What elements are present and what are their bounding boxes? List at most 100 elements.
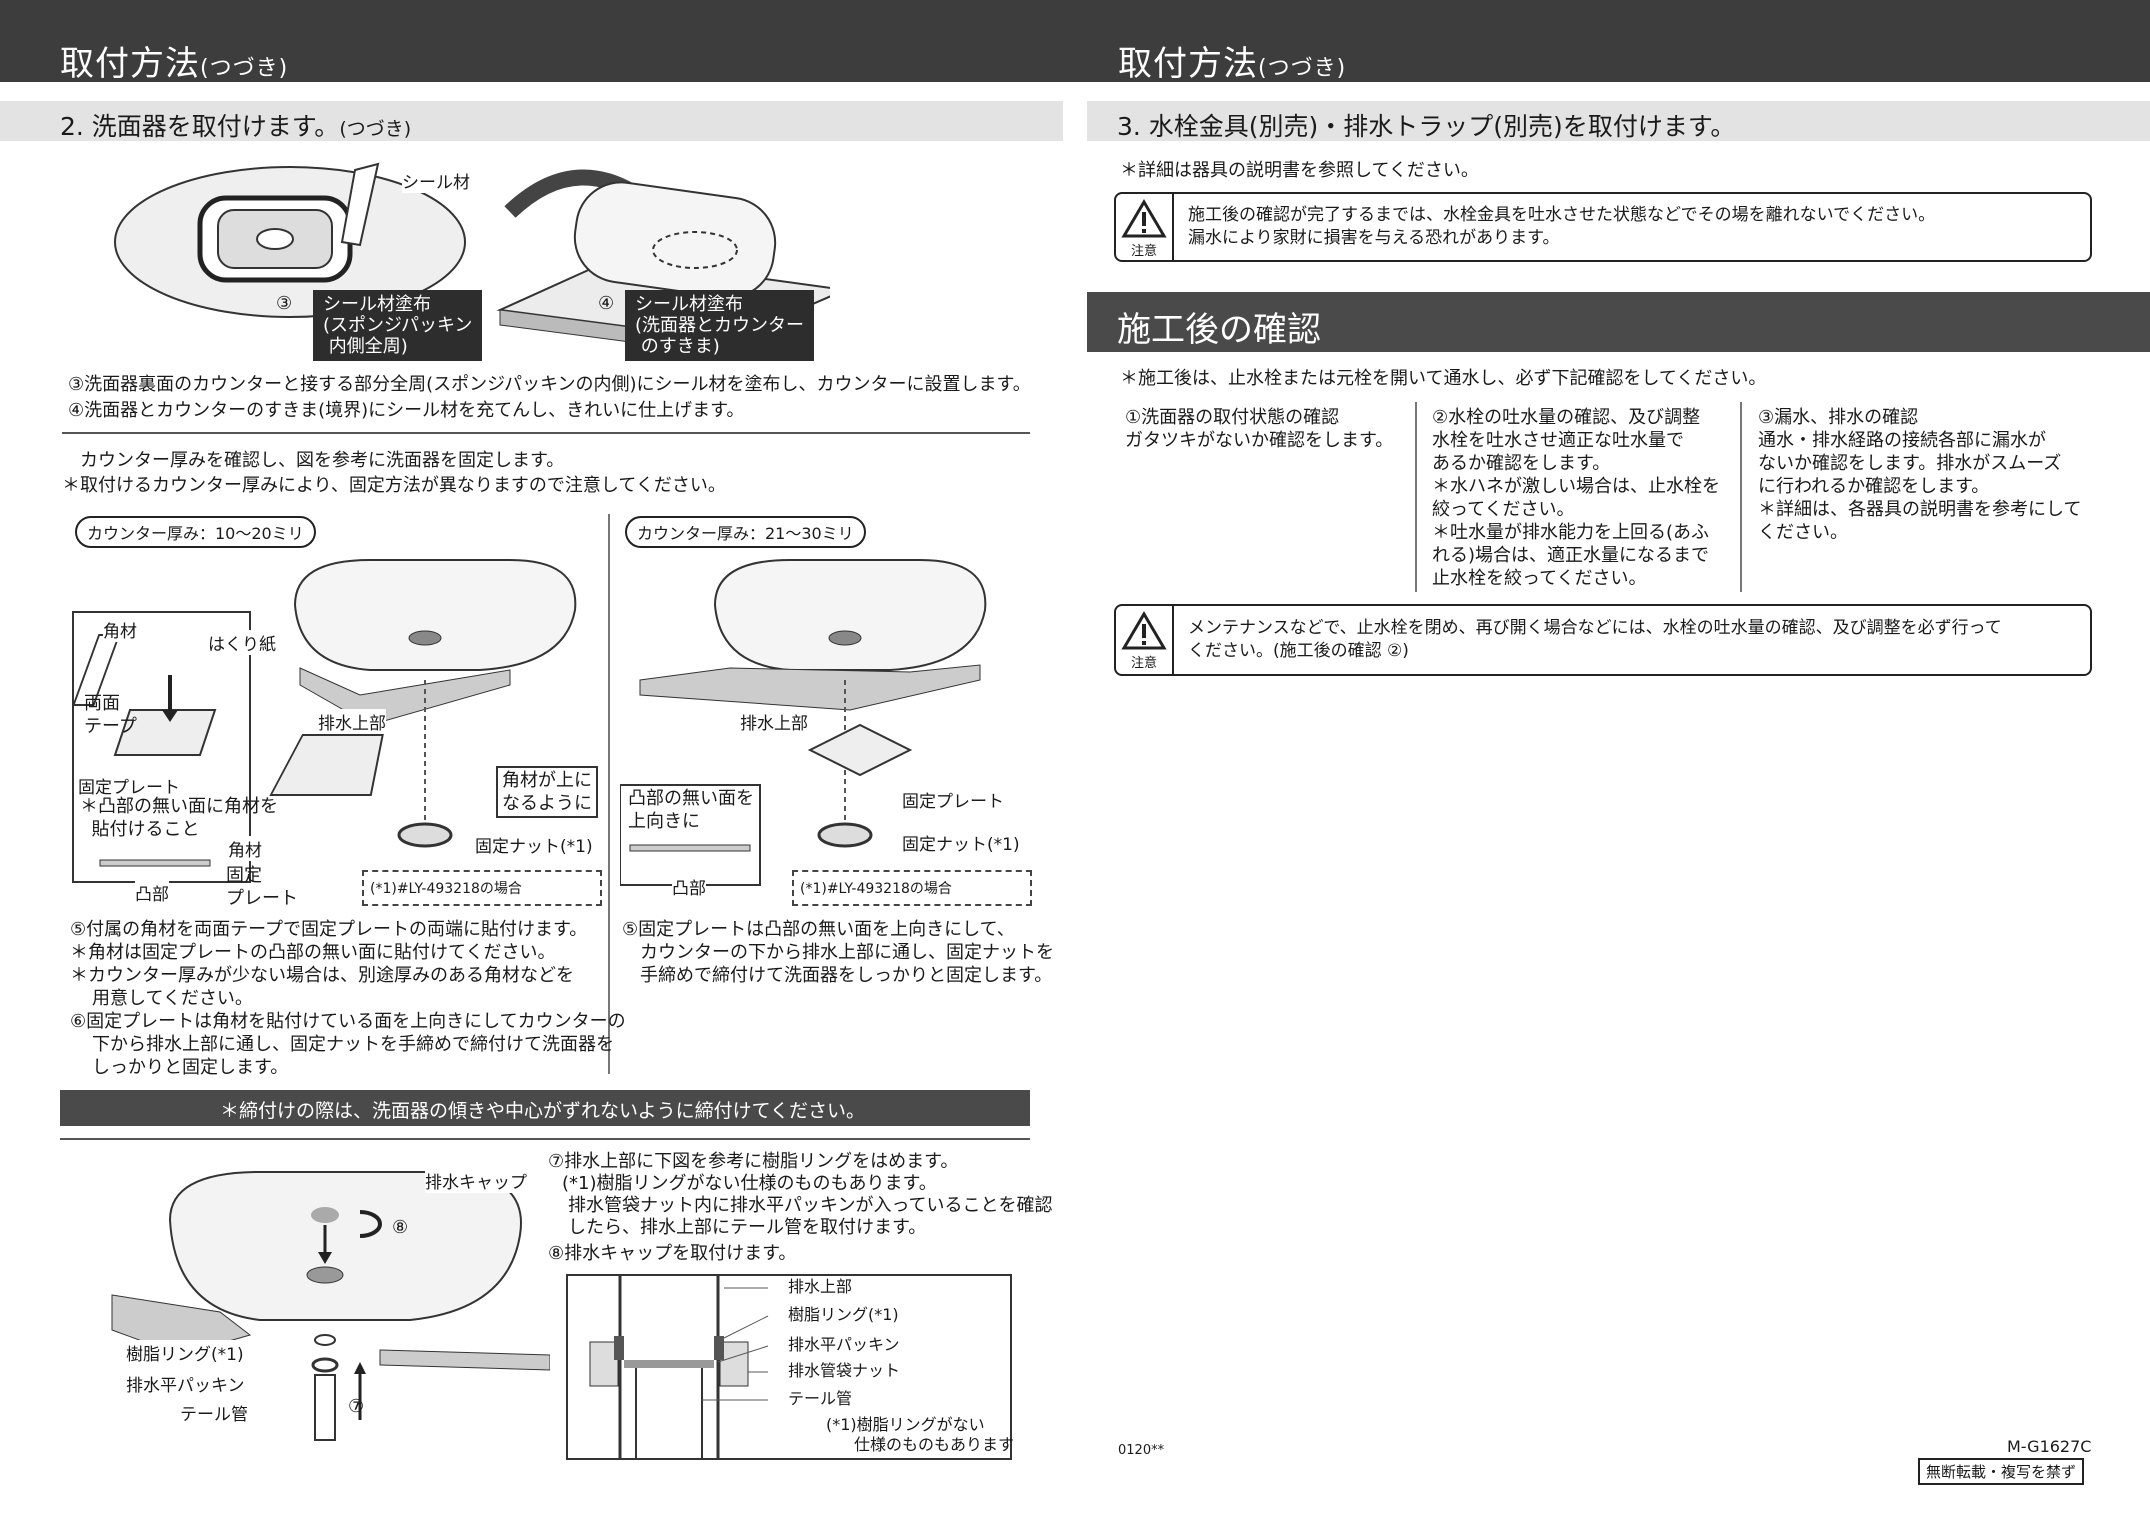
callout-box-4: シール材塗布 (洗面器とカウンター のすきま) <box>625 290 815 361</box>
step-b5b: カウンターの下から排水上部に通し、固定ナットを <box>640 942 1054 963</box>
label-no-bump: 凸部の無い面を 上向きに <box>628 788 754 832</box>
detail-box <box>566 1274 1012 1460</box>
callout-box-3: シール材塗布 (スポンジパッキン 内側全周) <box>313 290 483 361</box>
caution-2-line-1: メンテナンスなどで、止水栓を閉め、再び開く場合などには、水栓の吐水量の確認、及び… <box>1188 618 2002 638</box>
caution-1-line-2: 漏水により家財に損害を与える恐れがあります。 <box>1188 228 1560 248</box>
label-totsubu-a: 凸部 <box>135 880 169 905</box>
label-flat-packing: 排水平パッキン <box>126 1371 245 1396</box>
note-a2: ＊カウンター厚みが少ない場合は、別途厚みのある角材などを <box>70 965 574 986</box>
detail-label-upper: 排水上部 <box>788 1277 853 1296</box>
divider-2 <box>60 1138 1030 1140</box>
col3-l4: に行われるか確認をします。 <box>1758 476 1990 497</box>
col2-l6: ＊吐水量が排水能力を上回る(あふ <box>1432 522 1710 543</box>
label-kakuzai: 角材 <box>103 617 137 642</box>
check-title: 施工後の確認 <box>1117 310 1321 350</box>
col3-l2: 通水・排水経路の接続各部に漏水が <box>1758 430 2046 451</box>
fig-num-7: ⑦ <box>348 1396 365 1417</box>
label-hakuri: はくり紙 <box>208 630 276 655</box>
step-a6b: 下から排水上部に通し、固定ナットを手締めで締付けて洗面器を <box>92 1034 614 1055</box>
page-title-right: 取付方法(つづき) <box>1118 44 1347 84</box>
label-kotei-nut-a: 固定ナット(*1) <box>475 832 593 857</box>
fixing-figure-b <box>620 559 987 886</box>
label-tail-pipe: テール管 <box>180 1400 248 1425</box>
warning-icon <box>1121 611 1167 650</box>
section-2-title: 2. 洗面器を取付けます。(つづき) <box>60 112 412 141</box>
label-resin-ring: 樹脂リング(*1) <box>126 1340 244 1365</box>
col3-l3: ないか確認をします。排水がスムーズ <box>1758 453 2062 474</box>
col2-l1: ②水栓の吐水量の確認、及び調整 <box>1432 407 1701 428</box>
step-b5: ⑤固定プレートは凸部の無い面を上向きにして、 <box>622 919 1015 940</box>
caution-label-2: 注意 <box>1130 656 1157 671</box>
fixing-figure-a <box>72 559 577 883</box>
step-7c: したら、排水上部にテール管を取付けます。 <box>568 1217 927 1238</box>
thickness-pill-b: カウンター厚み：21～30ミリ <box>625 516 866 548</box>
step-4-text: ④洗面器とカウンターのすきま(境界)にシール材を充てんし、きれいに仕上げます。 <box>68 400 745 421</box>
warning-icon <box>1121 199 1167 238</box>
step-7a: (*1)樹脂リングがない仕様のものもあります。 <box>562 1173 937 1194</box>
intro-text-1: カウンター厚みを確認し、図を参考に洗面器を固定します。 <box>80 450 565 471</box>
intro-text-2: ＊取付けるカウンター厚みにより、固定方法が異なりますので注意してください。 <box>62 475 726 496</box>
caution-icon-wrap-1: 注意 <box>1116 194 1174 260</box>
detail-label-tail: テール管 <box>788 1389 853 1408</box>
note-a1: ＊角材は固定プレートの凸部の無い面に貼付けてください。 <box>70 942 556 963</box>
detail-note-2: 仕様のものもあります <box>854 1435 1015 1454</box>
section-2-bar: 2. 洗面器を取付けます。(つづき) <box>0 101 1063 141</box>
print-code: 0120** <box>1118 1443 1165 1458</box>
label-kotei-nut-b: 固定ナット(*1) <box>902 830 1020 855</box>
detail-note-1: (*1)樹脂リングがない <box>826 1415 985 1434</box>
col2-l7: れる)場合は、適正水量になるまで <box>1432 545 1710 566</box>
step-7b: 排水管袋ナット内に排水平パッキンが入っていることを確認 <box>568 1195 1053 1216</box>
col3-l6: ください。 <box>1758 522 1848 543</box>
step-7: ⑦排水上部に下図を参考に樹脂リングをはめます。 <box>548 1151 959 1172</box>
caution-label-1: 注意 <box>1130 244 1157 259</box>
drain-cap-figure <box>111 1171 550 1441</box>
detail-label-ring: 樹脂リング(*1) <box>788 1305 899 1324</box>
col2-l2: 水栓を吐水させ適正な吐水量で <box>1432 430 1684 451</box>
section-3-bar: 3. 水栓金具(別売)・排水トラップ(別売)を取付けます。 <box>1087 101 2150 141</box>
label-kotei-plate-b: 固定プレート <box>902 787 1004 812</box>
step-8: ⑧排水キャップを取付けます。 <box>548 1243 797 1264</box>
col3-l5: ＊詳細は、各器具の説明書を参考にして <box>1758 499 2082 520</box>
caution-box-2: 注意 メンテナンスなどで、止水栓を閉め、再び開く場合などには、水栓の吐水量の確認… <box>1114 604 2092 676</box>
note-a2b: 用意してください。 <box>92 988 253 1009</box>
col2-l3: あるか確認をします。 <box>1432 453 1611 474</box>
col1-l2: ガタツキがないか確認をします。 <box>1125 430 1394 451</box>
caution-icon-wrap-2: 注意 <box>1116 606 1174 674</box>
fig-num-3: ③ <box>276 293 293 314</box>
label-haisui-upper-a: 排水上部 <box>318 709 386 734</box>
detail-label-nut: 排水管袋ナット <box>788 1361 901 1380</box>
label-ryomen: 両面 テープ <box>84 693 137 737</box>
step-a6: ⑥固定プレートは角材を貼付けている面を上向きにしてカウンターの <box>70 1011 626 1032</box>
sealant-label: シール材 <box>402 168 470 193</box>
fig-num-4: ④ <box>598 293 615 314</box>
step-3-text: ③洗面器裏面のカウンターと接する部分全周(スポンジパッキンの内側)にシール材を塗… <box>68 374 1031 395</box>
caution-band: ＊締付けの際は、洗面器の傾きや中心がずれないように締付けてください。 <box>60 1090 1030 1126</box>
check-title-bar: 施工後の確認 <box>1087 292 2150 352</box>
header-bar: 取付方法(つづき) 取付方法(つづき) <box>0 0 2150 84</box>
caution-box-1: 注意 施工後の確認が完了するまでは、水栓金具を吐水させた状態などでその場を離れな… <box>1114 192 2092 262</box>
copyright-stamp: 無断転載・複写を禁ず <box>1918 1458 2085 1485</box>
col-divider-2 <box>1740 402 1742 592</box>
label-kakuzai-up: 角材が上に なるように <box>496 766 598 818</box>
col2-l5: 絞ってください。 <box>1432 499 1575 520</box>
label-kakuzai-2: 角材 <box>228 836 262 861</box>
step-a5: ⑤付属の角材を両面テープで固定プレートの両端に貼付けます。 <box>70 919 588 940</box>
col3-l1: ③漏水、排水の確認 <box>1758 407 1919 428</box>
dash-note-a: (*1)#LY-493218の場合 <box>362 870 602 906</box>
detail-label-packing: 排水平パッキン <box>788 1335 900 1354</box>
page-title-left: 取付方法(つづき) <box>60 44 289 84</box>
detail-note: ＊詳細は器具の説明書を参照してください。 <box>1120 160 1479 181</box>
label-totsubu-b: 凸部 <box>672 874 706 899</box>
col1-l1: ①洗面器の取付状態の確認 <box>1125 407 1340 428</box>
step-a6c: しっかりと固定します。 <box>92 1057 289 1078</box>
section-3-title: 3. 水栓金具(別売)・排水トラップ(別売)を取付けます。 <box>1117 112 1736 141</box>
label-haisui-upper-b: 排水上部 <box>740 709 808 734</box>
caution-2-line-2: ください。(施工後の確認 ②) <box>1188 641 1409 661</box>
label-drain-cap: 排水キャップ <box>425 1168 527 1193</box>
col2-l8: 止水栓を絞ってください。 <box>1432 568 1647 589</box>
note-bump-a: ＊凸部の無い面に角材を 貼付けること <box>80 796 278 840</box>
label-kotei-plate-a: 固定プレート <box>78 773 180 798</box>
step-b5c: 手締めで締付けて洗面器をしっかりと固定します。 <box>640 965 1053 986</box>
fig-num-8: ⑧ <box>392 1217 409 1238</box>
caution-1-line-1: 施工後の確認が完了するまでは、水栓金具を吐水させた状態などでその場を離れないでく… <box>1188 205 1936 225</box>
